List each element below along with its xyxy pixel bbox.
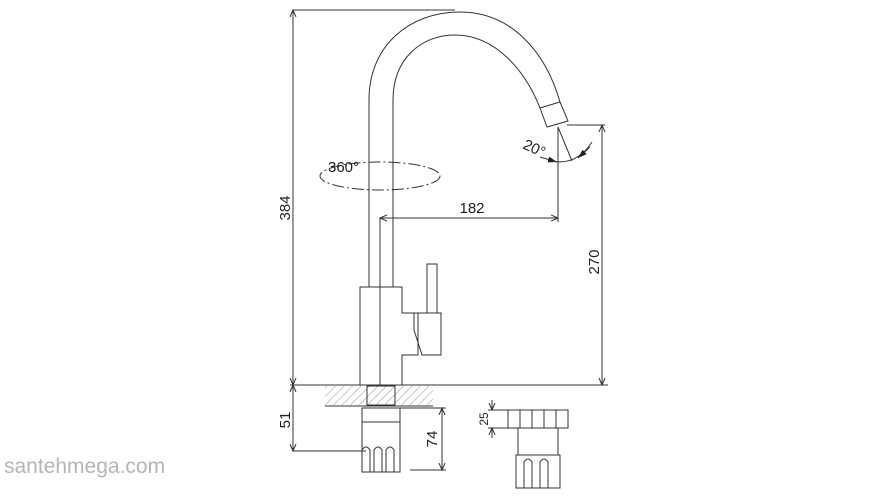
label-51: 51 — [277, 412, 294, 429]
label-270: 270 — [586, 249, 603, 274]
watermark: santehmega.com — [4, 455, 166, 478]
handle-block — [413, 312, 442, 356]
dimension-labels: 384 270 182 360° 20° 51 74 25 — [277, 136, 603, 447]
faucet-body — [359, 218, 442, 385]
label-25: 25 — [477, 412, 491, 426]
countertop — [290, 384, 608, 407]
label-74: 74 — [424, 431, 441, 448]
label-360: 360° — [328, 159, 359, 176]
label-384: 384 — [277, 195, 294, 220]
mounting-nut — [361, 407, 401, 473]
spout — [368, 11, 569, 287]
dimension-lines — [293, 10, 605, 470]
label-20: 20° — [520, 136, 548, 161]
handle-lever — [426, 263, 438, 313]
label-182: 182 — [459, 200, 484, 217]
spout-nozzle — [539, 101, 569, 128]
nut-detail — [507, 409, 569, 489]
